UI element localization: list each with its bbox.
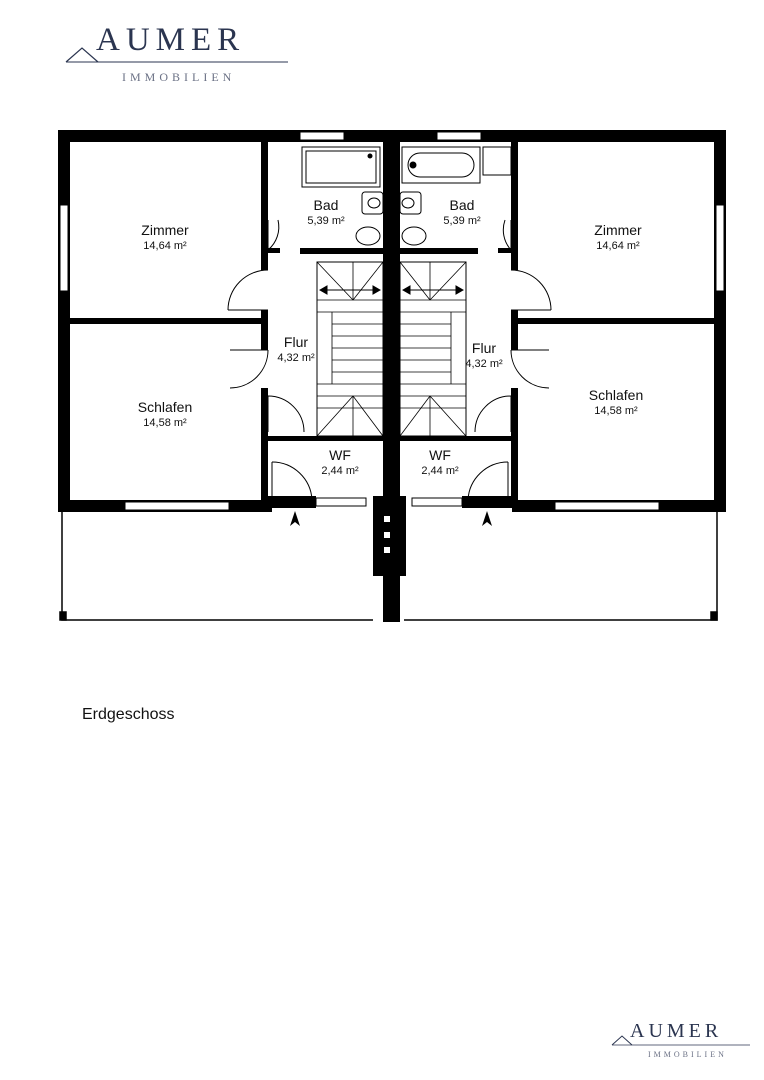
room-name: WF	[429, 447, 451, 463]
room-area: 5,39 m²	[307, 215, 345, 227]
room-name: Flur	[283, 334, 309, 350]
house-roof-icon	[611, 1035, 750, 1046]
room-label: WF 2,44 m²	[321, 447, 358, 478]
room-name: Flur	[471, 340, 497, 356]
floor-plan	[58, 130, 726, 622]
room-area: 14,64 m²	[596, 240, 640, 252]
room-area: 14,64 m²	[143, 240, 187, 252]
room-label: Bad 5,39 m²	[307, 197, 344, 228]
interior-walls	[70, 142, 714, 508]
brand-logo: AUMER IMMOBILIEN	[58, 20, 298, 90]
staircases	[316, 261, 467, 437]
room-label: Flur 4,32 m²	[277, 334, 314, 365]
room-area: 2,44 m²	[421, 465, 459, 477]
room-label: Bad 5,39 m²	[443, 197, 480, 228]
room-name: Bad	[449, 197, 475, 213]
room-label: Zimmer 14,64 m²	[594, 222, 641, 253]
door-swings	[227, 219, 552, 501]
bathroom-fixtures	[301, 146, 512, 246]
brand-logo-small: AUMER IMMOBILIEN	[608, 1018, 758, 1066]
room-label: Flur 4,32 m²	[465, 340, 502, 371]
room-name: WF	[329, 447, 351, 463]
room-label: Zimmer 14,64 m²	[141, 222, 188, 253]
room-area: 14,58 m²	[143, 417, 187, 429]
exterior-walls	[58, 130, 726, 512]
room-name: Zimmer	[141, 222, 189, 238]
brand-name: AUMER	[630, 1020, 723, 1042]
room-area: 14,58 m²	[594, 405, 638, 417]
entrance-arrows	[290, 511, 492, 526]
brand-subtitle: IMMOBILIEN	[122, 70, 236, 84]
room-name: Bad	[313, 197, 339, 213]
floor-label: Erdgeschoss	[82, 706, 175, 723]
room-label: WF 2,44 m²	[421, 447, 458, 478]
room-name: Schlafen	[137, 399, 193, 415]
windows	[59, 131, 725, 511]
room-area: 4,32 m²	[465, 358, 503, 370]
room-area: 2,44 m²	[321, 465, 359, 477]
room-label: Schlafen 14,58 m²	[138, 399, 192, 430]
room-label: Schlafen 14,58 m²	[589, 387, 643, 418]
house-roof-icon	[65, 47, 288, 63]
room-area: 5,39 m²	[443, 215, 481, 227]
room-name: Schlafen	[588, 387, 644, 403]
party-wall	[373, 130, 406, 622]
brand-name: AUMER	[96, 22, 246, 58]
terrace-outline	[59, 505, 718, 621]
brand-subtitle: IMMOBILIEN	[648, 1050, 727, 1059]
room-area: 4,32 m²	[277, 352, 315, 364]
room-name: Zimmer	[594, 222, 642, 238]
